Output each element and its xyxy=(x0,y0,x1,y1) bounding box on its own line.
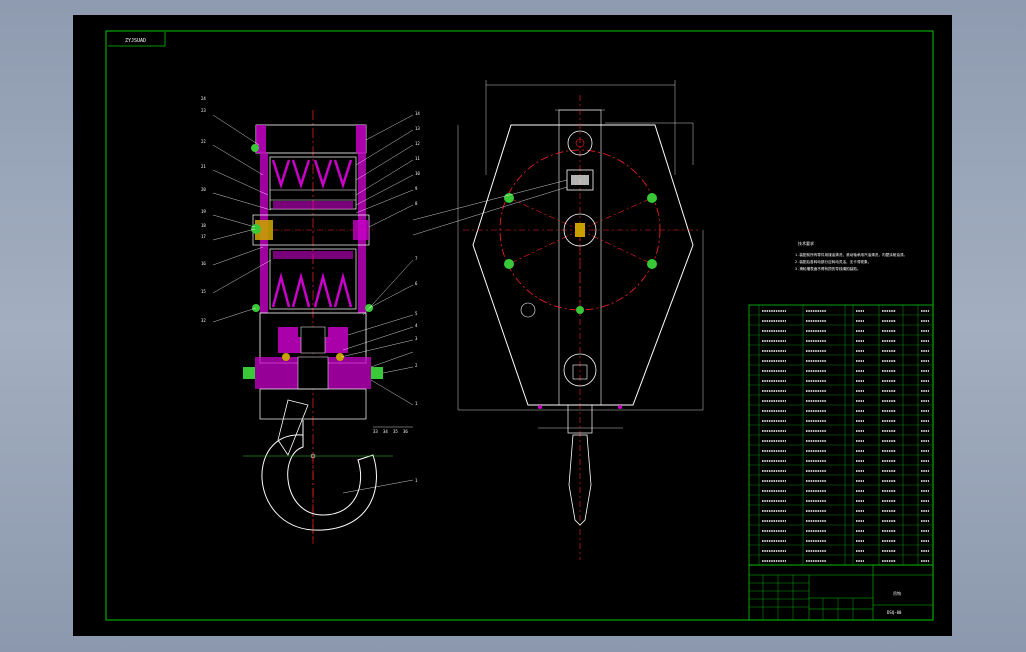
notes-line-1: 1.装配前所有零件用煤油清洗，滚动轴承用汽油清洗，内壁涂耐油漆。 xyxy=(795,252,907,257)
leader-labels-bottom: 33 34 35 36 xyxy=(373,429,408,434)
side-plate-outline xyxy=(472,124,694,406)
svg-text:36: 36 xyxy=(403,429,408,434)
front-view-dimensions xyxy=(457,80,704,429)
svg-text:15: 15 xyxy=(201,289,206,294)
svg-text:21: 21 xyxy=(201,164,206,169)
notes-line-2: 2.装配后各转动部分应转动灵活，无卡滞现象。 xyxy=(795,259,871,264)
top-beam-hatch-right xyxy=(356,125,366,153)
pitch-bolt-5 xyxy=(576,306,584,314)
svg-text:17: 17 xyxy=(201,234,206,239)
cad-drawing-canvas: ZYJSUAD xyxy=(105,30,934,621)
bolt-right xyxy=(371,367,383,379)
bearing-ball-right xyxy=(336,353,344,361)
svg-text:23: 23 xyxy=(201,108,206,113)
svg-text:7: 7 xyxy=(415,256,418,261)
svg-text:9: 9 xyxy=(415,186,418,191)
svg-text:4: 4 xyxy=(415,323,418,328)
bolt-left xyxy=(243,367,255,379)
upper-sheaves xyxy=(269,156,357,210)
leader-labels-right: 14 13 12 11 10 9 8 7 6 5 4 3 2 1 1 xyxy=(415,111,420,483)
top-pin-hole xyxy=(567,130,593,156)
svg-text:16: 16 xyxy=(201,261,206,266)
pulley-block-section-view xyxy=(243,110,393,545)
svg-text:3: 3 xyxy=(415,336,418,341)
main-shaft-key xyxy=(575,223,585,237)
svg-text:14: 14 xyxy=(415,111,420,116)
top-beam xyxy=(255,124,367,154)
bill-of-materials xyxy=(748,304,934,566)
svg-text:34: 34 xyxy=(383,429,388,434)
title-block: 吊钩 DSQ-00 xyxy=(748,564,934,621)
side-bolt-1 xyxy=(251,224,261,234)
crosshead-pin-hole xyxy=(563,353,597,387)
svg-text:13: 13 xyxy=(415,126,420,131)
svg-text:24: 24 xyxy=(201,96,206,101)
svg-text:19: 19 xyxy=(201,209,206,214)
corner-stamp-text: ZYJSUAD xyxy=(125,38,146,44)
svg-text:1: 1 xyxy=(415,401,418,406)
notes-line-3: 3.滑轮槽表面不得有损伤导线绳的缺陷。 xyxy=(795,266,860,271)
hook-front xyxy=(568,434,592,526)
small-hole xyxy=(520,302,536,318)
corner-stamp-box xyxy=(108,32,166,47)
shaft-nut-right xyxy=(353,220,369,240)
svg-text:5: 5 xyxy=(415,311,418,316)
pitch-bolt-2 xyxy=(647,193,657,203)
svg-text:1: 1 xyxy=(415,478,418,483)
drawing-name: 吊钩 xyxy=(893,590,901,596)
leader-lines xyxy=(212,114,414,494)
side-bolt-4 xyxy=(251,144,259,152)
hook-shank xyxy=(567,404,593,434)
svg-text:2: 2 xyxy=(415,363,418,368)
bearing-ball-left xyxy=(282,353,290,361)
drawing-sheet: ZYJSUAD xyxy=(73,15,952,636)
svg-text:10: 10 xyxy=(415,171,420,176)
leader-labels-left: 24 23 22 21 20 19 18 17 16 15 32 xyxy=(201,96,206,323)
shaft-nut-left xyxy=(255,220,273,240)
hook-latch xyxy=(277,399,309,456)
hook-outline xyxy=(261,420,377,531)
svg-text:20: 20 xyxy=(201,187,206,192)
pitch-bolt-4 xyxy=(647,259,657,269)
svg-text:33: 33 xyxy=(373,429,378,434)
svg-text:18: 18 xyxy=(201,223,206,228)
top-beam-hatch-left xyxy=(256,125,266,153)
svg-text:12: 12 xyxy=(415,141,420,146)
pitch-bolt-3 xyxy=(504,259,514,269)
pulley-block-front-view xyxy=(412,80,704,560)
lower-housing xyxy=(259,388,367,420)
svg-text:35: 35 xyxy=(393,429,398,434)
pitch-bolt-1 xyxy=(504,193,514,203)
lower-sheaves xyxy=(269,248,357,310)
svg-text:11: 11 xyxy=(415,156,420,161)
svg-text:6: 6 xyxy=(415,281,418,286)
notes-heading: 技术要求 xyxy=(798,240,814,246)
svg-text:32: 32 xyxy=(201,318,206,323)
technical-notes: 技术要求 1.装配前所有零件用煤油清洗，滚动轴承用汽油清洗，内壁涂耐油漆。 2.… xyxy=(795,240,907,271)
svg-text:8: 8 xyxy=(415,201,418,206)
drawing-number: DSQ-00 xyxy=(887,610,902,615)
main-shaft-hole xyxy=(563,213,597,247)
svg-text:22: 22 xyxy=(201,139,206,144)
